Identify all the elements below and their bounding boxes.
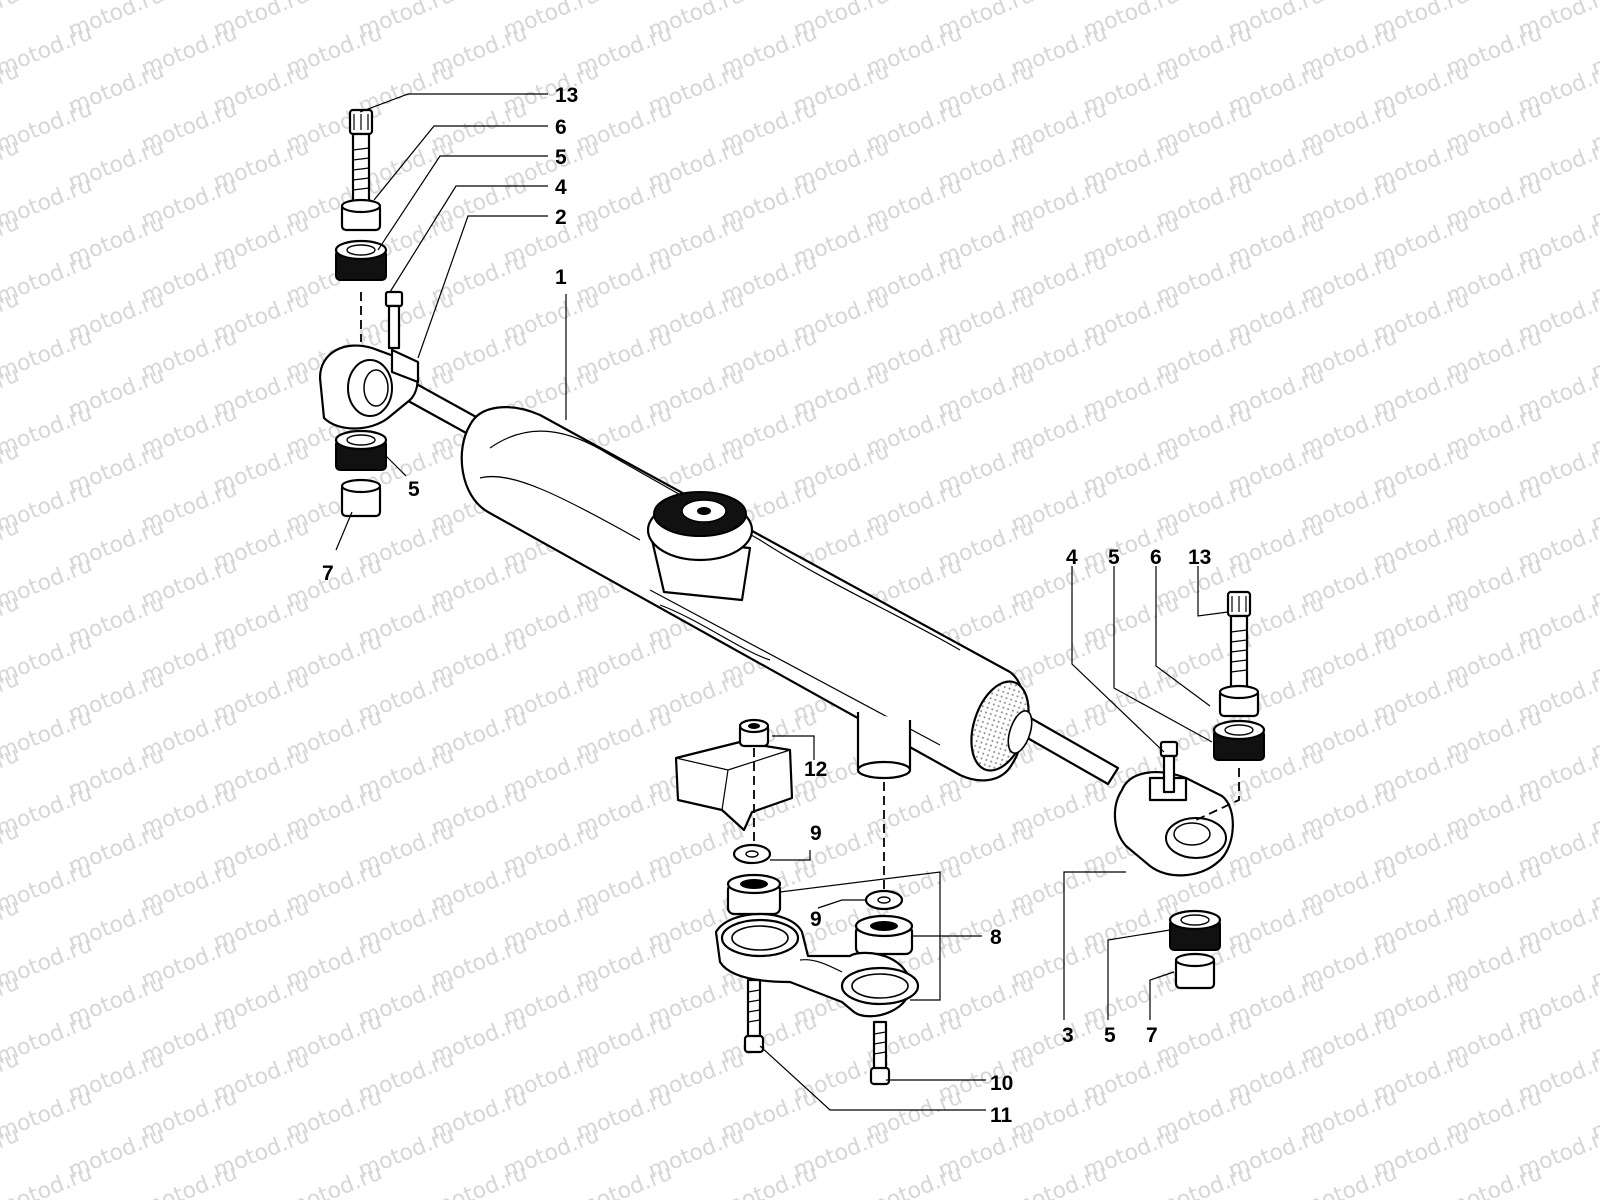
left-upper-bolt — [348, 108, 374, 204]
watermark-text: motod.ru — [0, 1199, 23, 1200]
watermark-text: motod.ru — [1443, 1161, 1546, 1200]
mounting-bracket — [714, 913, 920, 1018]
left-upper-bushing — [334, 239, 388, 281]
washer-left — [732, 843, 772, 865]
callout-2: 2 — [555, 206, 567, 229]
watermark-text: motod.ru — [1588, 1161, 1600, 1200]
callout-13-left: 13 — [555, 84, 578, 107]
right-lower-spacer — [1174, 952, 1216, 990]
bolt-10 — [869, 1020, 891, 1086]
callouts: 13 6 5 4 2 1 5 7 4 5 6 13 12 9 9 8 3 5 7… — [322, 84, 1211, 1127]
right-pinch-bolt — [1159, 740, 1179, 794]
callout-5-right-upper: 5 — [1108, 546, 1120, 569]
callout-5-left-upper: 5 — [555, 146, 567, 169]
watermark-text: motod.ru — [428, 1161, 531, 1200]
right-axis-line — [1195, 768, 1240, 821]
watermark-text: motod.ru — [0, 1161, 96, 1200]
callout-12: 12 — [804, 758, 827, 781]
washer-right — [864, 889, 904, 911]
frame-nut — [738, 718, 770, 848]
watermark-text: motod.ru — [1153, 1161, 1256, 1200]
callout-1: 1 — [555, 266, 567, 289]
left-lower-spacer — [340, 478, 382, 518]
callout-8: 8 — [990, 926, 1002, 949]
left-upper-spacer — [340, 198, 382, 232]
callout-4-right: 4 — [1066, 546, 1078, 569]
right-rod-end — [1113, 771, 1234, 877]
callout-5-left-lower: 5 — [408, 478, 420, 501]
right-upper-spacer — [1218, 684, 1260, 718]
left-lower-bushing — [334, 429, 388, 471]
watermark-text: motod.ru — [0, 0, 23, 44]
callout-7-right: 7 — [1146, 1024, 1158, 1047]
watermark-text: motod.ru — [283, 1161, 386, 1200]
watermark-text: motod.ru — [718, 1161, 821, 1200]
callout-4-left: 4 — [555, 176, 567, 199]
left-rod-end — [318, 344, 420, 430]
callout-3: 3 — [1062, 1024, 1074, 1047]
bushing-8-right — [854, 914, 914, 956]
callout-6-left: 6 — [555, 116, 567, 139]
watermark-text: motod.ru — [138, 1161, 241, 1200]
bolt-11 — [743, 978, 765, 1054]
right-upper-bolt — [1226, 590, 1252, 690]
leader-lines — [335, 93, 1229, 1111]
watermark-text: motod.ru — [1298, 1161, 1401, 1200]
callout-11: 11 — [990, 1104, 1013, 1127]
steering-damper-body — [390, 374, 1120, 786]
callout-7-left: 7 — [322, 562, 334, 585]
watermark-text: motod.ru — [1008, 1161, 1111, 1200]
callout-5-right-lower: 5 — [1104, 1024, 1116, 1047]
watermark-text: motod.ru — [863, 1161, 966, 1200]
right-upper-bushing — [1212, 719, 1266, 761]
callout-9-upper: 9 — [810, 822, 822, 845]
callout-9-lower: 9 — [810, 908, 822, 931]
callout-6-right: 6 — [1150, 546, 1162, 569]
bushing-8-left — [726, 873, 782, 916]
watermark-text: motod.ru — [573, 1161, 676, 1200]
callout-10: 10 — [990, 1072, 1013, 1095]
right-lower-bushing — [1168, 909, 1222, 951]
callout-13-right: 13 — [1188, 546, 1211, 569]
left-pinch-bolt — [384, 290, 404, 350]
